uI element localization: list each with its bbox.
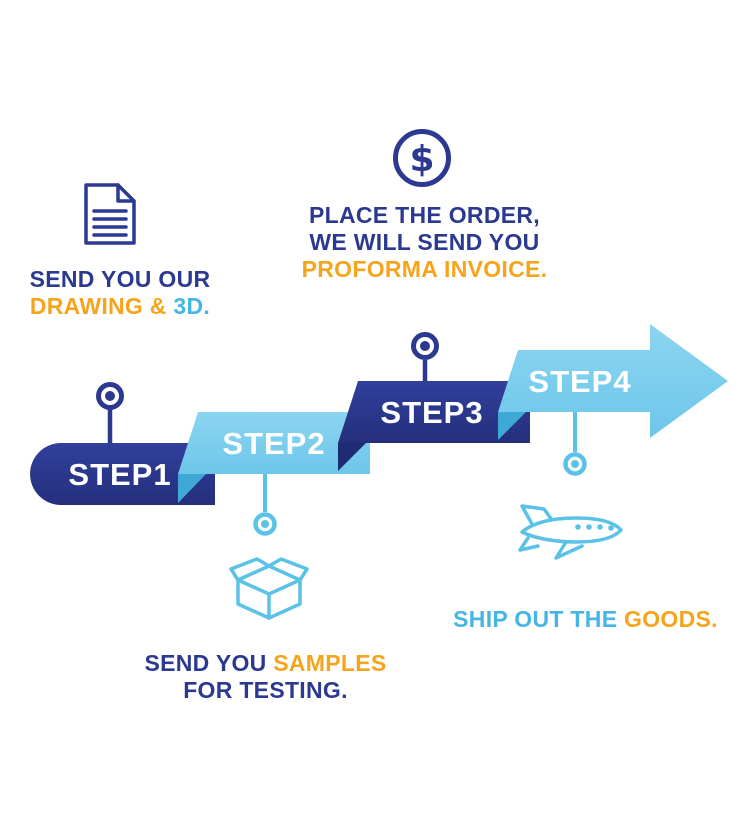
step3-caption-invoice-text: PROFORMA INVOICE. — [301, 256, 548, 282]
step3-banner-label: STEP3 — [380, 395, 483, 430]
step4-caption-goods-text: GOODS. — [624, 606, 718, 632]
step3-banner — [338, 381, 530, 443]
step1-banner-label: STEP1 — [68, 457, 171, 492]
step2-caption-testing-text: FOR TESTING. — [183, 677, 348, 703]
step2-caption-line2: FOR TESTING. — [138, 677, 393, 704]
step2-banner — [178, 412, 370, 474]
document-icon — [84, 183, 136, 245]
step3-caption-line1-text: PLACE THE ORDER, — [309, 202, 540, 228]
step3-node-core-icon — [420, 341, 430, 351]
step4-banner-label: STEP4 — [528, 364, 631, 399]
step2-caption: SEND YOU SAMPLES FOR TESTING. — [138, 650, 393, 704]
step1-caption-line1-text: SEND YOU OUR — [29, 266, 211, 292]
step1-banner — [30, 443, 215, 505]
step1-node-core-icon — [105, 391, 115, 401]
package-box-icon — [229, 557, 309, 620]
step1-caption-drawing-text: DRAWING & — [29, 293, 174, 319]
step4-node-core-icon — [571, 460, 579, 468]
step2-caption-sendyou-text: SEND YOU — [144, 650, 274, 676]
step2-caption-line1: SEND YOU SAMPLES — [138, 650, 393, 677]
step1-caption-line2: DRAWING & 3D. — [10, 293, 230, 320]
step2-banner-label: STEP2 — [222, 426, 325, 461]
step4-caption-shipout-text: SHIP OUT THE — [453, 606, 625, 632]
step1-caption-line1: SEND YOU OUR — [10, 266, 230, 293]
step3-caption-line2: WE WILL SEND YOU — [292, 229, 557, 256]
step2-caption-samples-text: SAMPLES — [273, 650, 387, 676]
step3-caption-line2-text: WE WILL SEND YOU — [309, 229, 540, 255]
airplane-icon — [518, 504, 623, 560]
step2-node-core-icon — [261, 520, 269, 528]
dollar-coin-icon: $ — [393, 129, 451, 187]
step4-arrow-banner — [498, 324, 728, 438]
step1-caption-3d-text: 3D. — [173, 293, 211, 319]
step2-fold — [178, 474, 206, 503]
step3-fold — [338, 443, 366, 471]
dollar-symbol: $ — [409, 139, 434, 180]
step3-caption: PLACE THE ORDER, WE WILL SEND YOU PROFOR… — [292, 202, 557, 283]
step1-caption: SEND YOU OUR DRAWING & 3D. — [10, 266, 230, 320]
step4-fold — [498, 412, 526, 440]
step4-caption: SHIP OUT THE GOODS. — [448, 606, 723, 633]
step3-caption-line3: PROFORMA INVOICE. — [292, 256, 557, 283]
step3-caption-line1: PLACE THE ORDER, — [292, 202, 557, 229]
